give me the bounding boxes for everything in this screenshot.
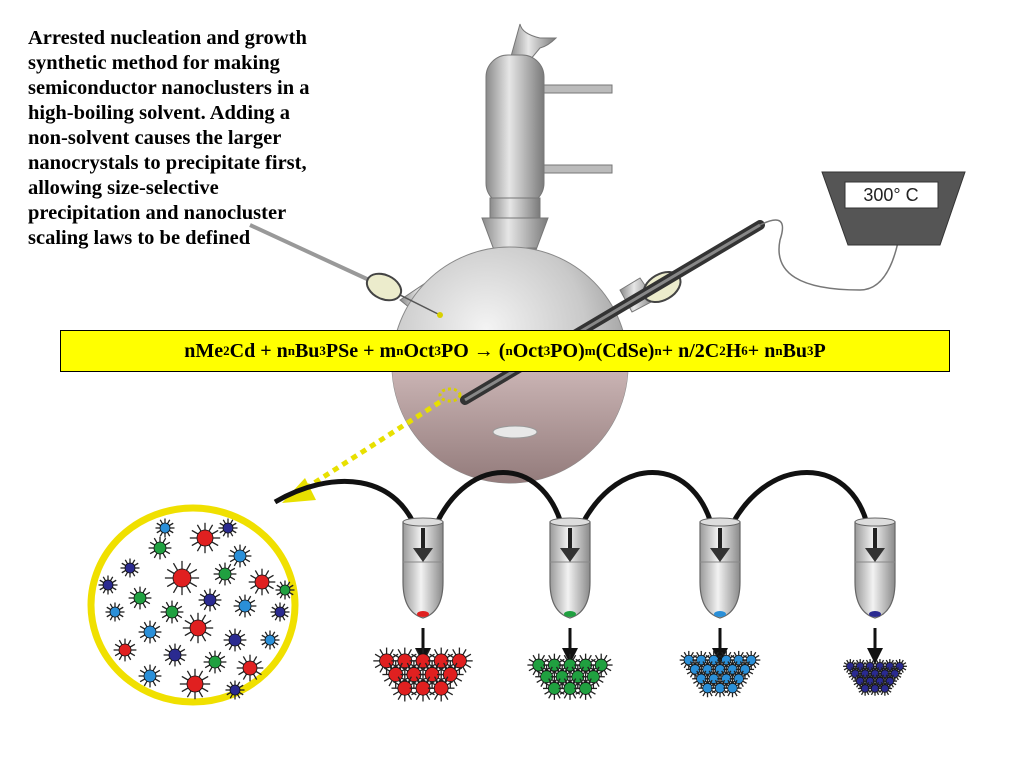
navy-nanocluster bbox=[120, 558, 140, 578]
red-nanocluster bbox=[189, 522, 221, 554]
red-nanocluster bbox=[113, 638, 137, 662]
equation-part: Cd + n bbox=[229, 339, 288, 362]
syringe bbox=[249, 223, 443, 318]
navy-nanocluster bbox=[163, 643, 187, 667]
pile-nanocluster bbox=[723, 679, 742, 698]
red-nanocluster bbox=[248, 568, 276, 596]
blue-nanocluster bbox=[228, 544, 252, 568]
blue-nanocluster bbox=[138, 664, 162, 688]
equation-part: Oct bbox=[403, 339, 435, 362]
navy-nanocluster bbox=[198, 588, 222, 612]
description-line: allowing size-selective bbox=[28, 177, 219, 199]
red-nanocluster bbox=[179, 668, 211, 700]
pile-nanocluster bbox=[543, 677, 566, 700]
thermometer-display bbox=[821, 171, 966, 246]
equation-part: Bu bbox=[294, 339, 320, 362]
blue-nanocluster bbox=[260, 630, 280, 650]
description-line: scaling laws to be defined bbox=[28, 227, 251, 249]
green-nanocluster bbox=[148, 536, 172, 560]
description-line: semiconductor nanoclusters in a bbox=[28, 77, 310, 99]
pile-nanocluster bbox=[698, 679, 717, 698]
description-text: Arrested nucleation and growth synthetic… bbox=[28, 26, 388, 251]
equation-part: H bbox=[725, 339, 742, 362]
navy-nanocluster bbox=[270, 602, 290, 622]
equation-part: Oct bbox=[512, 339, 544, 362]
green-nanocluster bbox=[275, 580, 295, 600]
navy-nanocluster bbox=[98, 575, 118, 595]
pile-nanocluster bbox=[877, 681, 893, 696]
navy-nanocluster bbox=[223, 628, 247, 652]
centrifuge-tube bbox=[699, 517, 741, 619]
tube-sediment bbox=[714, 611, 726, 617]
pile-nanocluster bbox=[558, 677, 582, 700]
description-line: Arrested nucleation and growth bbox=[28, 27, 307, 49]
equation-part: P bbox=[813, 339, 826, 362]
temperature-readout: 300° C bbox=[863, 185, 919, 205]
pile-nanocluster bbox=[427, 674, 455, 702]
centrifuge-tube bbox=[402, 517, 444, 619]
cluster-pile bbox=[527, 653, 613, 700]
equation-part: PSe + m bbox=[325, 339, 397, 362]
description-line: high-boiling solvent. Adding a bbox=[28, 102, 291, 124]
blue-nanocluster bbox=[138, 620, 162, 644]
centrifuge-tube bbox=[854, 517, 896, 619]
equation-part: PO → ( bbox=[441, 339, 506, 362]
red-nanocluster bbox=[182, 612, 214, 644]
cluster-pile bbox=[679, 650, 761, 698]
pile-nanocluster bbox=[437, 661, 464, 688]
equation-part: PO) bbox=[550, 339, 585, 362]
mixed-nanoclusters bbox=[98, 518, 295, 700]
cluster-pile bbox=[373, 647, 473, 702]
tube-sediment bbox=[564, 611, 576, 617]
equation-part: Bu bbox=[782, 339, 808, 362]
down-arrow bbox=[867, 628, 883, 664]
precipitation-arrows bbox=[415, 628, 883, 664]
red-nanocluster bbox=[236, 654, 264, 682]
description-line: nanocrystals to precipitate first, bbox=[28, 152, 307, 174]
cluster-pile bbox=[843, 659, 907, 696]
pile-nanocluster bbox=[574, 677, 597, 700]
green-nanocluster bbox=[160, 600, 184, 624]
equation-part: (CdSe) bbox=[595, 339, 655, 362]
centrifuge-tube bbox=[549, 517, 591, 619]
centrifuge-tubes bbox=[402, 517, 896, 619]
green-nanocluster bbox=[203, 650, 227, 674]
description-line: non-solvent causes the larger bbox=[28, 127, 282, 149]
tube-sediment bbox=[417, 611, 429, 617]
tube-sediment bbox=[869, 611, 881, 617]
equation-part: + n bbox=[747, 339, 776, 362]
description-line: precipitation and nanocluster bbox=[28, 202, 287, 224]
navy-nanocluster bbox=[225, 680, 245, 700]
transfer-hoses bbox=[273, 470, 873, 541]
precipitated-cluster-piles bbox=[373, 647, 907, 702]
blue-nanocluster bbox=[155, 518, 175, 538]
red-nanocluster bbox=[164, 560, 200, 596]
nanocluster-mixture-circle bbox=[87, 504, 299, 706]
green-nanocluster bbox=[128, 586, 152, 610]
blue-nanocluster bbox=[233, 594, 257, 618]
navy-nanocluster bbox=[218, 518, 238, 538]
description-line: synthetic method for making bbox=[28, 52, 280, 74]
blue-nanocluster bbox=[105, 602, 125, 622]
equation-part: + n/2C bbox=[661, 339, 720, 362]
equation-part: nMe bbox=[184, 339, 224, 362]
condenser bbox=[481, 23, 613, 275]
green-nanocluster bbox=[213, 562, 237, 586]
